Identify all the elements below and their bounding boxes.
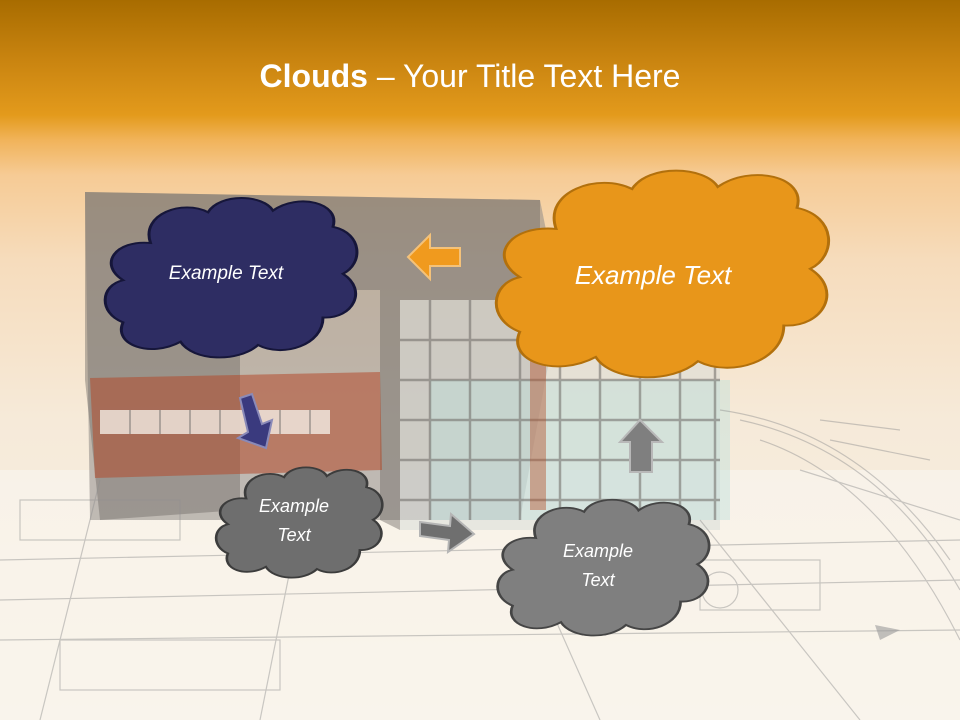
arrow-up-icon [617,418,665,473]
title-dash: – [367,58,403,94]
title-bold: Clouds [259,58,368,94]
arrow-left-icon [406,232,461,282]
cloud-orange-label: Example Text [574,259,732,290]
title-rest: Your Title Text Here [402,58,681,94]
cloud-grey-medium-label: Example Text [562,541,634,590]
cloud-grey-medium-text: Example Text [520,534,676,598]
cloud-grey-small-text: Example Text [228,490,360,552]
cloud-navy-text: Example Text [128,250,324,298]
cloud-navy-label: Example Text [168,263,284,284]
cloud-orange-text: Example Text [530,250,776,300]
arrow-right-icon [419,511,476,555]
cloud-grey-small-label: Example Text [258,496,330,545]
arrow-down-right-icon [235,392,274,450]
page-title: Clouds – Your Title Text Here [0,54,940,98]
